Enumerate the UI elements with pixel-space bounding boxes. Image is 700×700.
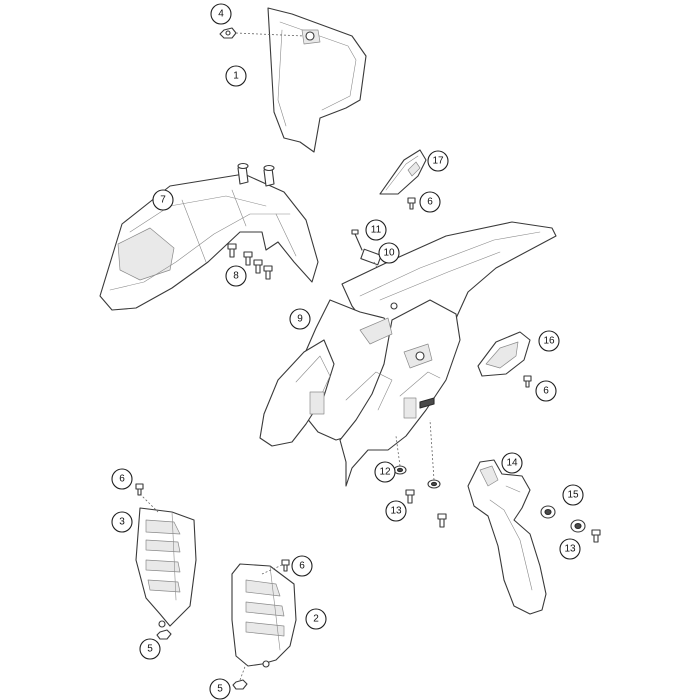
svg-text:2: 2 (313, 614, 319, 625)
svg-text:17: 17 (432, 156, 444, 167)
part-5-nut-left (156, 629, 172, 640)
callout-10[interactable]: 10 (378, 242, 400, 264)
svg-text:15: 15 (567, 490, 579, 501)
part-9-rear-fender (259, 221, 557, 487)
svg-text:10: 10 (383, 248, 395, 259)
svg-text:7: 7 (160, 195, 166, 206)
svg-text:4: 4 (218, 9, 224, 20)
callout-6-left[interactable]: 6 (111, 468, 133, 490)
part-10-clip (360, 248, 382, 266)
part-13-screws (405, 489, 447, 528)
part-12-grommet (393, 465, 441, 489)
part-8-screws (227, 243, 273, 280)
part-6-screw-upper (407, 197, 416, 210)
svg-text:16: 16 (543, 336, 555, 347)
part-6-screw-mid (523, 375, 532, 388)
callout-13-mid[interactable]: 13 (385, 500, 407, 522)
part-4-nut (219, 27, 237, 39)
callout-17[interactable]: 17 (427, 150, 449, 172)
svg-text:14: 14 (506, 458, 518, 469)
part-17-side-cover (379, 149, 427, 195)
svg-text:6: 6 (543, 386, 549, 397)
part-16-cover (477, 331, 531, 377)
part-6-screw-lower (281, 559, 290, 572)
part-7-front-fender (99, 162, 319, 311)
svg-text:5: 5 (217, 684, 223, 695)
callout-16[interactable]: 16 (538, 330, 560, 352)
callout-3[interactable]: 3 (111, 511, 133, 533)
callout-4[interactable]: 4 (210, 3, 232, 25)
svg-text:9: 9 (297, 314, 303, 325)
callout-6-upper[interactable]: 6 (419, 191, 441, 213)
callout-2[interactable]: 2 (305, 608, 327, 630)
callout-5-left[interactable]: 5 (139, 638, 161, 660)
svg-text:3: 3 (119, 517, 125, 528)
callout-12[interactable]: 12 (374, 461, 396, 483)
part-13-screw-right (591, 529, 601, 543)
part-1-number-plate (267, 7, 367, 153)
callout-13-right[interactable]: 13 (559, 538, 581, 560)
callout-15[interactable]: 15 (562, 484, 584, 506)
svg-text:11: 11 (371, 225, 382, 236)
callout-14[interactable]: 14 (501, 452, 523, 474)
svg-text:12: 12 (379, 467, 391, 478)
callout-7[interactable]: 7 (152, 189, 174, 211)
callout-5-lower[interactable]: 5 (209, 678, 231, 700)
callout-8[interactable]: 8 (225, 265, 247, 287)
part-11-screw (351, 229, 363, 251)
part-3-radiator-guard (135, 507, 197, 628)
svg-text:13: 13 (564, 544, 576, 555)
svg-text:6: 6 (119, 474, 125, 485)
svg-text:8: 8 (233, 271, 239, 282)
svg-text:6: 6 (427, 197, 433, 208)
svg-text:5: 5 (147, 644, 153, 655)
part-5-nut-lower (232, 679, 248, 690)
part-15-spacers (540, 505, 586, 533)
callout-6-mid[interactable]: 6 (535, 380, 557, 402)
part-14-guard (467, 459, 547, 615)
callout-1[interactable]: 1 (225, 65, 247, 87)
svg-text:1: 1 (233, 71, 239, 82)
svg-text:13: 13 (390, 506, 402, 517)
svg-text:6: 6 (299, 561, 305, 572)
part-2-radiator-guard (231, 563, 297, 668)
part-6-screw-left (135, 483, 144, 496)
callout-11[interactable]: 11 (365, 219, 387, 241)
callout-6-lower[interactable]: 6 (291, 555, 313, 577)
callout-9[interactable]: 9 (289, 308, 311, 330)
